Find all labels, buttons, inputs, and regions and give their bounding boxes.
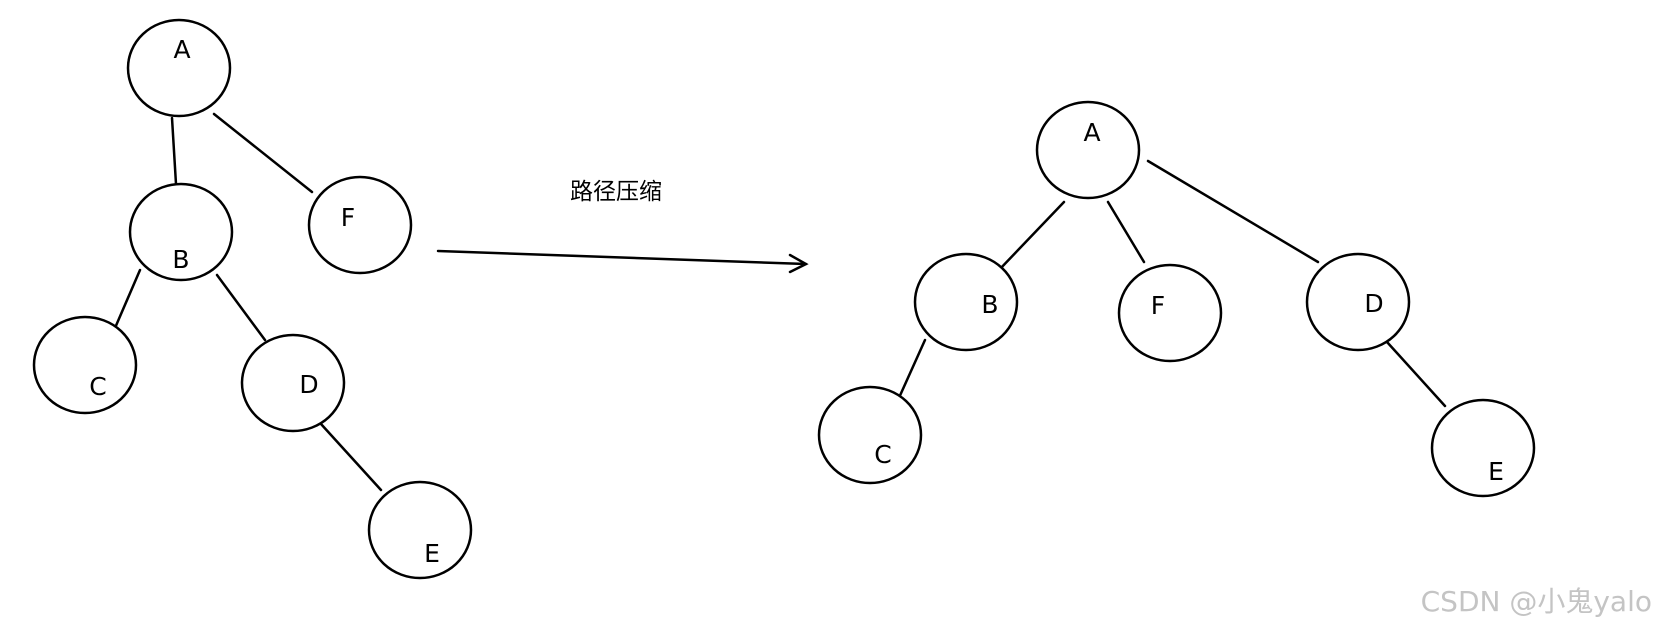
arrow-head [788,253,809,274]
left-node-a-circle [126,18,232,118]
right-node-e-label: E [1488,457,1504,486]
left-edge-a-b [170,116,178,186]
left-edge-b-d [215,273,267,342]
left-node-c: C [32,315,138,415]
left-node-f-circle [307,175,413,275]
right-node-d-label: D [1364,289,1383,318]
right-edge-a-b [997,200,1066,272]
left-node-e: E [367,480,473,580]
right-node-b: B [913,252,1019,352]
right-edge-d-e [1385,340,1447,408]
left-node-f-label: F [341,203,355,232]
left-edge-a-f [212,112,314,194]
right-node-c-circle [817,385,923,485]
arrow-shaft [436,249,808,266]
right-edge-a-f [1106,200,1146,264]
left-node-d-circle [240,333,346,433]
right-tree: A B F D C E [817,100,1536,498]
left-node-d-label: D [299,370,318,399]
left-node-b: B [128,182,234,282]
compression-arrow: 路径压缩 [436,179,809,274]
right-edge-a-d [1146,159,1320,264]
left-node-e-label: E [424,539,440,568]
left-node-a-label: A [173,35,190,64]
right-node-b-circle [913,252,1019,352]
right-node-e-circle [1430,398,1536,498]
right-node-a: A [1035,100,1141,200]
right-node-f-label: F [1151,291,1165,320]
right-node-f-circle [1117,263,1223,363]
right-node-f: F [1117,263,1223,363]
right-node-a-circle [1035,100,1141,200]
right-node-b-label: B [981,290,998,319]
csdn-watermark: CSDN @小鬼yalo [1420,585,1652,618]
compression-caption: 路径压缩 [570,179,662,205]
left-node-b-circle [128,182,234,282]
left-node-c-circle [32,315,138,415]
left-edge-d-e [319,422,383,492]
left-node-c-label: C [89,372,106,401]
right-node-c-label: C [874,440,891,469]
right-node-e: E [1430,398,1536,498]
left-tree: A B F C D E [32,18,473,580]
left-node-b-label: B [172,245,189,274]
left-node-a: A [126,18,232,118]
right-node-c: C [817,385,923,485]
left-node-e-circle [367,480,473,580]
right-node-d-circle [1305,252,1411,352]
left-edge-b-c [113,268,142,330]
left-node-f: F [307,175,413,275]
right-node-a-label: A [1083,118,1100,147]
right-node-d: D [1305,252,1411,352]
right-edge-b-c [896,338,927,402]
left-node-d: D [240,333,346,433]
